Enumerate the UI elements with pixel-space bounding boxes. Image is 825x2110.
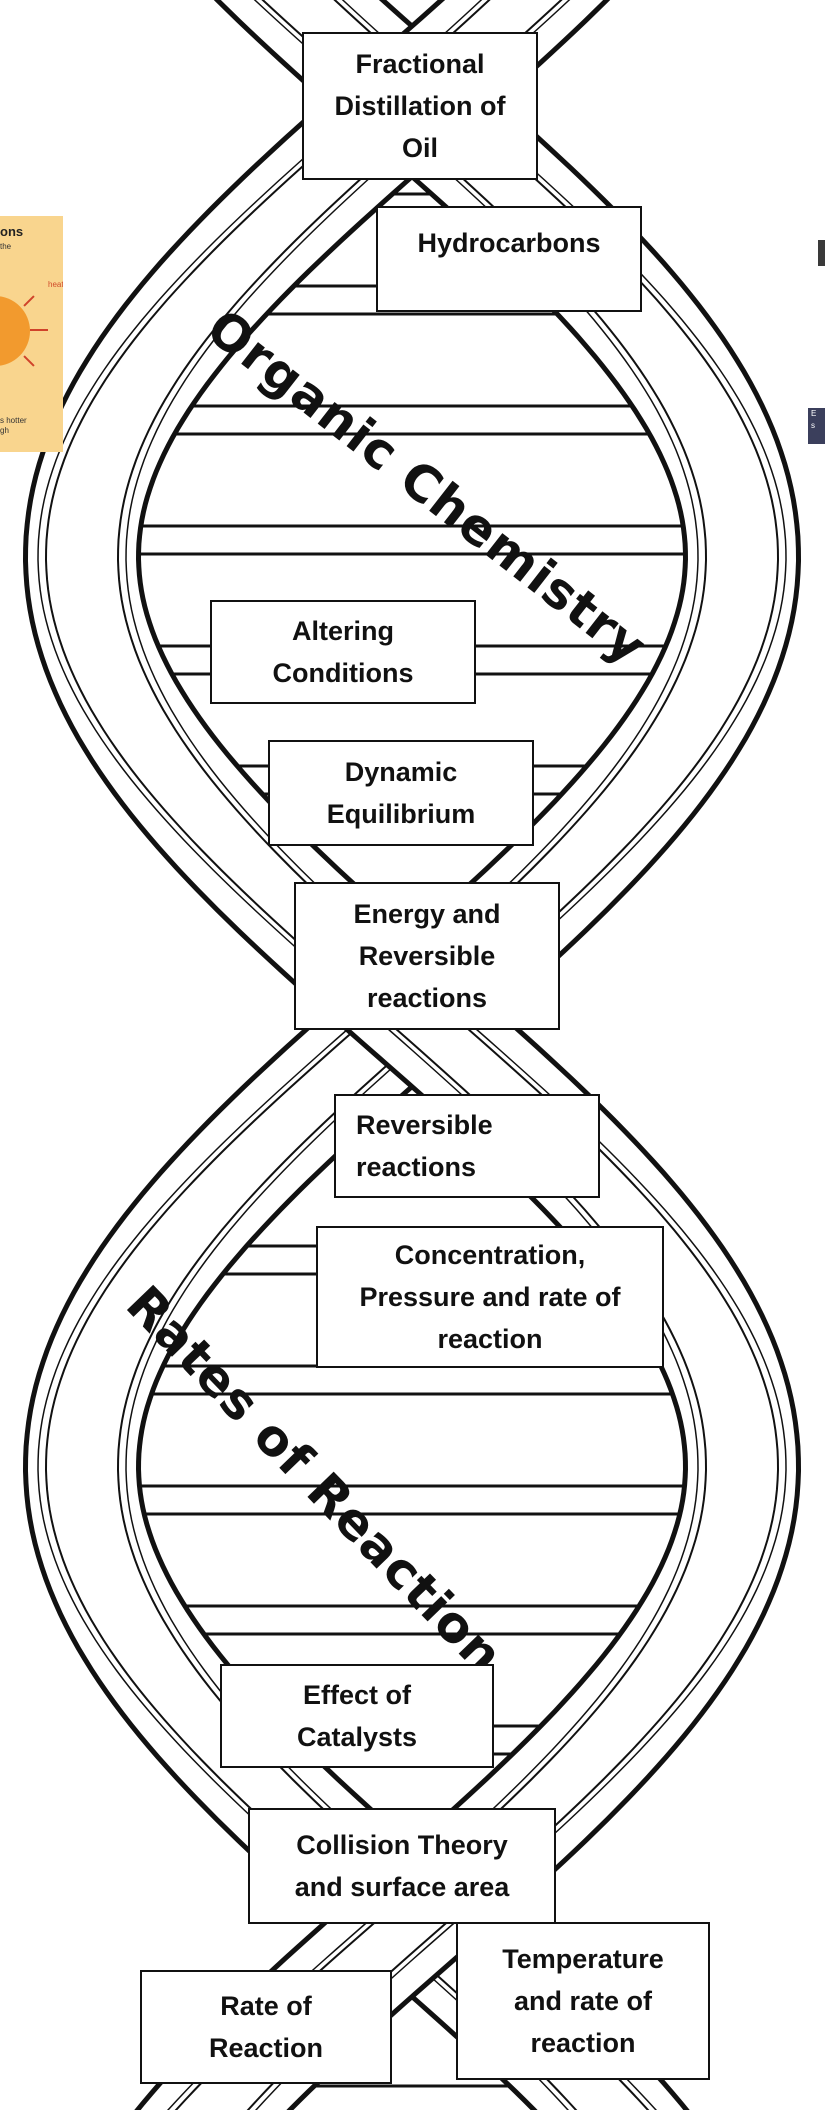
cropped-edge-thumbnail-right: E s — [808, 408, 825, 444]
thumbnail-text: gh — [0, 426, 9, 435]
helix-rung — [83, 526, 742, 554]
topic-box-altering-conditions: Altering Conditions — [210, 600, 476, 704]
cropped-edge-thumbnail-left: ons the heat s hotter gh — [0, 216, 63, 452]
thumbnail-heat-label: heat — [48, 280, 63, 289]
helix-rung — [118, 406, 706, 434]
topic-box-collision-theory: Collision Theory and surface area — [248, 1808, 556, 1924]
helix-rung — [84, 1486, 740, 1514]
topic-box-energy-reversible: Energy and Reversible reactions — [294, 882, 560, 1030]
topic-box-dynamic-equilibrium: Dynamic Equilibrium — [268, 740, 534, 846]
topic-box-temperature-rate: Temperature and rate of reaction — [456, 1922, 710, 2080]
thumbnail-text: s hotter — [0, 416, 27, 425]
topic-box-concentration-pressure: Concentration, Pressure and rate of reac… — [316, 1226, 664, 1368]
thumbnail-text: the — [0, 242, 11, 251]
topic-box-hydrocarbons: Hydrocarbons — [376, 206, 642, 312]
topic-box-reversible-reactions: Reversible reactions — [334, 1094, 600, 1198]
thumbnail-title: ons — [0, 224, 23, 239]
heat-ray-icon — [23, 355, 34, 366]
topic-box-fractional-distillation: Fractional Distillation of Oil — [302, 32, 538, 180]
topic-box-rate-of-reaction: Rate of Reaction — [140, 1970, 392, 2084]
heat-ray-icon — [23, 295, 34, 306]
topic-box-effect-of-catalysts: Effect of Catalysts — [220, 1664, 494, 1768]
heat-ray-icon — [30, 329, 48, 331]
cropped-edge-mark-right — [818, 240, 825, 266]
